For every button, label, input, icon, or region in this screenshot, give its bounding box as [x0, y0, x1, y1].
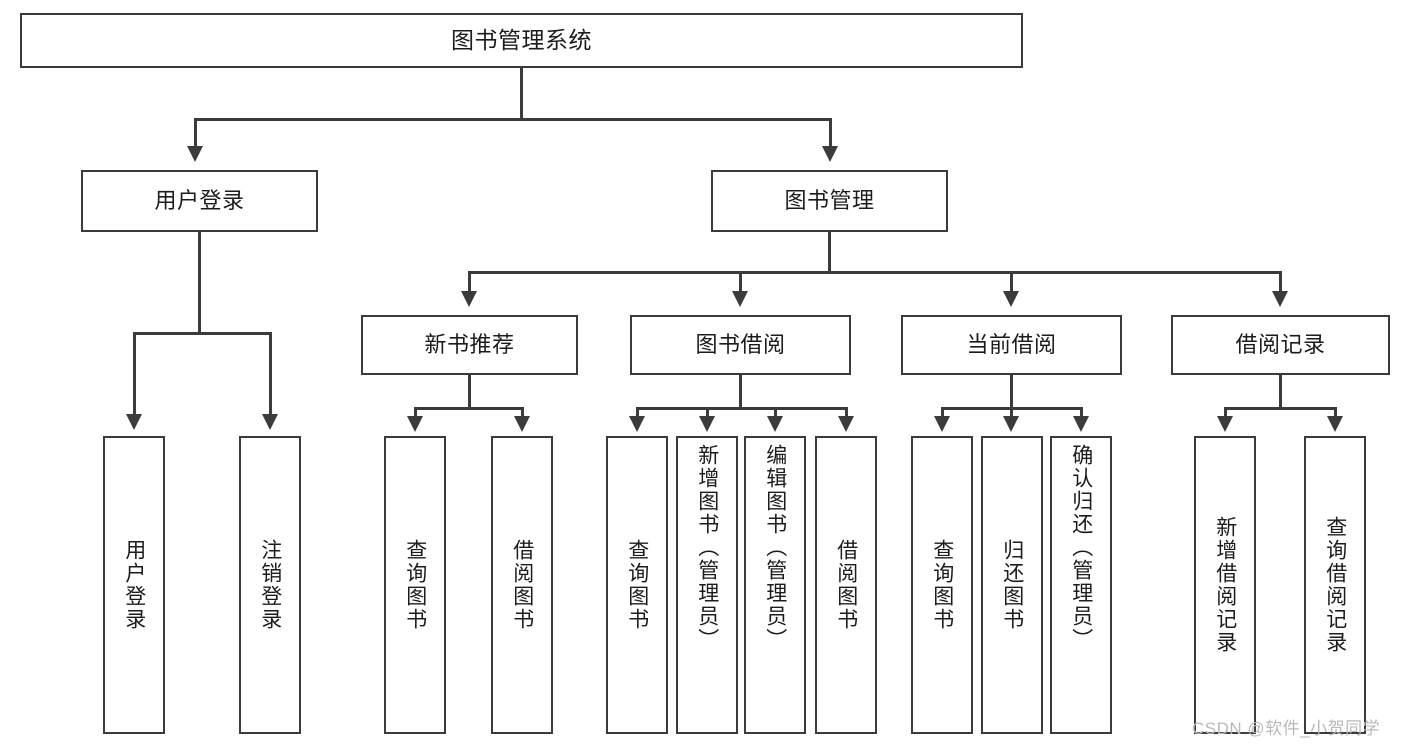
node-label: 新书推荐 [424, 332, 515, 358]
edge-book-manage-to-borrow-record [1279, 271, 1282, 293]
arrow-to-leaf-query-book-3 [934, 416, 950, 432]
arrow-to-leaf-borrow-book-2 [838, 416, 854, 432]
node-leaf-borrow-book-1[interactable]: 借阅图书 [491, 436, 553, 734]
arrow-to-book-borrow [732, 291, 748, 307]
node-label: 编辑图书（管理员） [763, 444, 787, 651]
node-leaf-user-login[interactable]: 用户登录 [103, 436, 165, 734]
node-leaf-query-book-2[interactable]: 查询图书 [606, 436, 668, 734]
edge-current-borrow-to-leaf-1 [941, 407, 944, 418]
arrow-to-leaf-query-record [1327, 416, 1343, 432]
node-label: 当前借阅 [966, 332, 1057, 358]
edge-book-borrow-to-leaf-4 [845, 407, 848, 418]
node-borrow-record[interactable]: 借阅记录 [1171, 315, 1390, 375]
edge-current-borrow-to-leaf-3 [1080, 407, 1083, 418]
node-current-borrow[interactable]: 当前借阅 [901, 315, 1122, 375]
node-label: 新增借阅记录 [1213, 516, 1237, 654]
edge-new-book-bar [414, 407, 524, 410]
node-leaf-query-record[interactable]: 查询借阅记录 [1304, 436, 1366, 734]
edge-user-login-to-leaf-2 [269, 332, 272, 416]
edge-user-login-to-leaf-1 [133, 332, 136, 416]
node-book-borrow[interactable]: 图书借阅 [630, 315, 851, 375]
edge-book-manage-to-new-book [468, 271, 471, 293]
arrow-to-leaf-logout-login [262, 414, 278, 430]
arrow-to-leaf-add-book [699, 416, 715, 432]
edge-book-borrow-to-leaf-3 [774, 407, 777, 418]
edge-book-borrow-to-leaf-2 [706, 407, 709, 418]
node-leaf-confirm-return[interactable]: 确认归还（管理员） [1050, 436, 1112, 734]
node-leaf-edit-book[interactable]: 编辑图书（管理员） [744, 436, 806, 734]
arrow-to-leaf-query-book-2 [629, 416, 645, 432]
arrow-to-leaf-query-book-1 [407, 416, 423, 432]
node-label: 新增图书（管理员） [695, 444, 719, 651]
edge-user-login-bar [133, 332, 271, 335]
edge-book-borrow-to-leaf-1 [636, 407, 639, 418]
node-label: 注销登录 [258, 539, 282, 631]
arrow-to-current-borrow [1003, 291, 1019, 307]
edge-book-manage-stem [828, 232, 831, 273]
node-leaf-borrow-book-2[interactable]: 借阅图书 [815, 436, 877, 734]
edge-book-borrow-stem [739, 375, 742, 409]
node-label: 查询图书 [625, 539, 649, 631]
node-label: 用户登录 [154, 188, 245, 214]
node-label: 借阅图书 [834, 539, 858, 631]
arrow-to-leaf-return-book [1003, 416, 1019, 432]
node-label: 用户登录 [122, 539, 146, 631]
node-label: 查询图书 [403, 539, 427, 631]
edge-new-book-stem [468, 375, 471, 409]
edge-root-stem [520, 68, 523, 119]
edge-book-manage-to-current-borrow [1010, 271, 1013, 293]
edge-book-manage-bar [468, 271, 1280, 274]
arrow-to-leaf-edit-book [767, 416, 783, 432]
node-label: 归还图书 [1000, 539, 1024, 631]
edge-root-to-book-manage [829, 118, 832, 148]
edge-new-book-to-leaf-1 [414, 407, 417, 418]
node-label: 确认归还（管理员） [1069, 444, 1093, 651]
edge-new-book-to-leaf-2 [521, 407, 524, 418]
edge-borrow-record-stem [1279, 375, 1282, 409]
node-leaf-return-book[interactable]: 归还图书 [981, 436, 1043, 734]
node-label: 查询借阅记录 [1323, 516, 1347, 654]
edge-root-to-user-login [194, 118, 197, 148]
node-user-login[interactable]: 用户登录 [81, 170, 318, 232]
node-leaf-query-book-3[interactable]: 查询图书 [911, 436, 973, 734]
arrow-to-leaf-confirm-return [1073, 416, 1089, 432]
edge-borrow-record-to-leaf-1 [1224, 407, 1227, 418]
edge-root-bar [194, 118, 831, 121]
arrow-to-leaf-add-record [1217, 416, 1233, 432]
arrow-to-leaf-borrow-book-1 [514, 416, 530, 432]
node-label: 图书借阅 [695, 332, 786, 358]
node-root-system[interactable]: 图书管理系统 [20, 13, 1023, 68]
node-label: 图书管理 [784, 188, 875, 214]
arrow-to-leaf-user-login [126, 414, 142, 430]
edge-user-login-stem [198, 232, 201, 334]
node-new-book-recommend[interactable]: 新书推荐 [361, 315, 578, 375]
node-leaf-logout-login[interactable]: 注销登录 [239, 436, 301, 734]
node-label: 借阅图书 [510, 539, 534, 631]
edge-borrow-record-to-leaf-2 [1334, 407, 1337, 418]
node-label: 借阅记录 [1235, 332, 1326, 358]
edge-current-borrow-stem [1010, 375, 1013, 409]
edge-book-manage-to-book-borrow [739, 271, 742, 293]
node-leaf-add-record[interactable]: 新增借阅记录 [1194, 436, 1256, 734]
node-label: 查询图书 [930, 539, 954, 631]
arrow-to-borrow-record [1272, 291, 1288, 307]
edge-current-borrow-to-leaf-2 [1010, 407, 1013, 418]
node-label: 图书管理系统 [451, 27, 592, 54]
arrow-to-book-manage [822, 146, 838, 162]
arrow-to-user-login [187, 146, 203, 162]
node-book-manage[interactable]: 图书管理 [711, 170, 948, 232]
arrow-to-new-book-recommend [461, 291, 477, 307]
node-leaf-query-book-1[interactable]: 查询图书 [384, 436, 446, 734]
node-leaf-add-book[interactable]: 新增图书（管理员） [676, 436, 738, 734]
edge-book-borrow-bar [636, 407, 848, 410]
edge-borrow-record-bar [1224, 407, 1336, 410]
